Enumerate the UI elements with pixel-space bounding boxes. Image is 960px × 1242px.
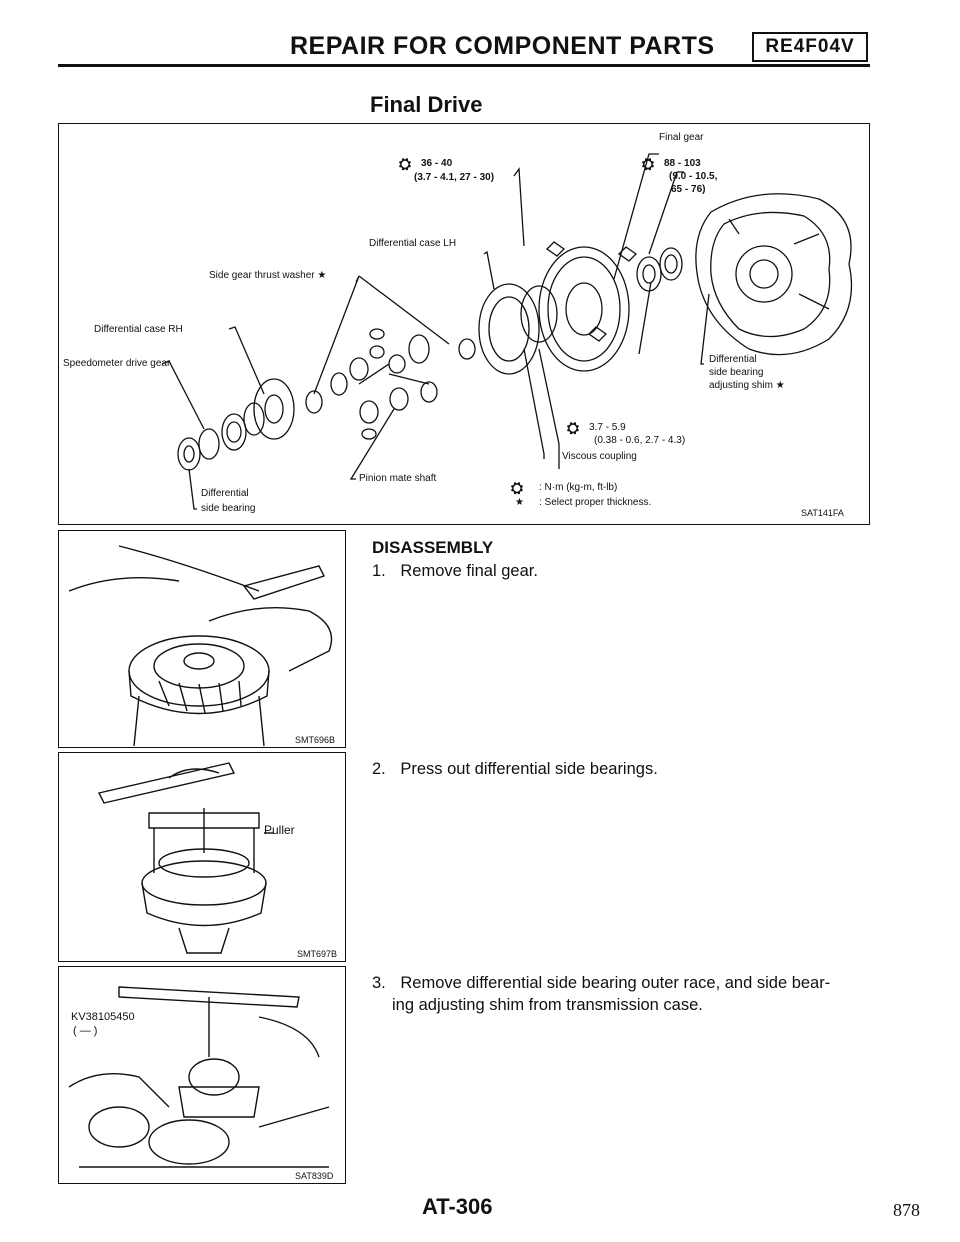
label-pinion-mate-shaft: Pinion mate shaft — [359, 473, 437, 484]
model-code-badge: RE4F04V — [752, 32, 868, 62]
figure-1-drawing — [68, 545, 333, 747]
label-speedometer-drive-gear: Speedometer drive gear — [63, 358, 171, 369]
figure-2-code: SMT697B — [297, 949, 338, 959]
label-puller: Puller — [264, 823, 295, 837]
torque-spec-2-sub-a: (9.0 - 10.5, — [669, 171, 718, 182]
label-diff-shim-line-2: side bearing — [709, 367, 764, 378]
step-1-number: 1. — [372, 562, 386, 580]
section-title: Final Drive — [370, 92, 483, 117]
label-tool-number: KV38105450 — [71, 1011, 135, 1023]
torque-icon: ⛭ — [511, 480, 524, 497]
exploded-diagram-drawing — [161, 153, 853, 510]
step-1-text: Remove final gear. — [400, 562, 538, 580]
figure-3-drawing — [68, 986, 330, 1168]
step-3-number: 3. — [372, 974, 386, 992]
step-3: 3. Remove differential side bearing oute… — [372, 972, 830, 994]
page-code: AT-306 — [422, 1194, 493, 1219]
disassembly-heading: DISASSEMBLY — [372, 538, 494, 557]
torque-icon: ⛭ — [642, 156, 655, 173]
figure-2-drawing — [97, 762, 274, 954]
torque-spec-3: 3.7 - 5.9 — [589, 422, 626, 433]
torque-icon: ⛭ — [567, 420, 580, 437]
label-diff-side-bearing-line-2: side bearing — [201, 503, 256, 514]
figure-remove-outer-race: KV38105450 ( — ) SAT839D — [58, 966, 346, 1184]
legend-torque-units: : N·m (kg-m, ft-lb) — [539, 482, 618, 493]
figure-press-out-bearings: Puller SMT697B — [58, 752, 346, 962]
diagram-code: SAT141FA — [801, 508, 844, 518]
torque-spec-2: 88 - 103 — [664, 158, 701, 169]
step-2-text: Press out differential side bearings. — [400, 760, 658, 778]
step-2-number: 2. — [372, 760, 386, 778]
figure-remove-final-gear: SMT696B — [58, 530, 346, 748]
torque-spec-2-sub-b: 65 - 76) — [671, 184, 706, 195]
label-viscous-coupling: Viscous coupling — [562, 451, 637, 462]
torque-spec-1-sub: (3.7 - 4.1, 27 - 30) — [414, 172, 495, 183]
header-rule — [58, 64, 870, 67]
label-side-gear-thrust-washer: Side gear thrust washer ★ — [209, 270, 327, 281]
page-header-title: REPAIR FOR COMPONENT PARTS — [290, 32, 715, 60]
label-final-gear: Final gear — [659, 132, 704, 143]
legend-select-thickness: : Select proper thickness. — [539, 497, 652, 508]
label-differential-case-lh: Differential case LH — [369, 238, 457, 249]
step-3-continued: ing adjusting shim from transmission cas… — [392, 994, 703, 1016]
figure-1-code: SMT696B — [295, 735, 336, 745]
torque-spec-3-sub: (0.38 - 0.6, 2.7 - 4.3) — [594, 435, 686, 446]
label-diff-shim-line-3: adjusting shim ★ — [709, 380, 785, 391]
step-3-text-line-1: Remove differential side bearing outer r… — [400, 974, 831, 992]
step-3-text-line-2: ing adjusting shim from transmission cas… — [392, 996, 703, 1014]
label-diff-side-bearing-line-1: Differential — [201, 488, 249, 499]
step-1: 1. Remove final gear. — [372, 560, 538, 582]
label-differential-case-rh: Differential case RH — [94, 324, 183, 335]
page-number: 878 — [893, 1200, 920, 1220]
torque-icon: ⛭ — [399, 156, 412, 173]
figure-3-code: SAT839D — [295, 1171, 334, 1181]
exploded-diagram: ⛭ 36 - 40 (3.7 - 4.1, 27 - 30) Final gea… — [58, 123, 870, 525]
torque-spec-1: 36 - 40 — [421, 158, 453, 169]
label-diff-shim-line-1: Differential — [709, 354, 757, 365]
label-tool-substitute: ( — ) — [73, 1025, 98, 1037]
star-icon: ★ — [515, 497, 524, 508]
step-2: 2. Press out differential side bearings. — [372, 758, 658, 780]
